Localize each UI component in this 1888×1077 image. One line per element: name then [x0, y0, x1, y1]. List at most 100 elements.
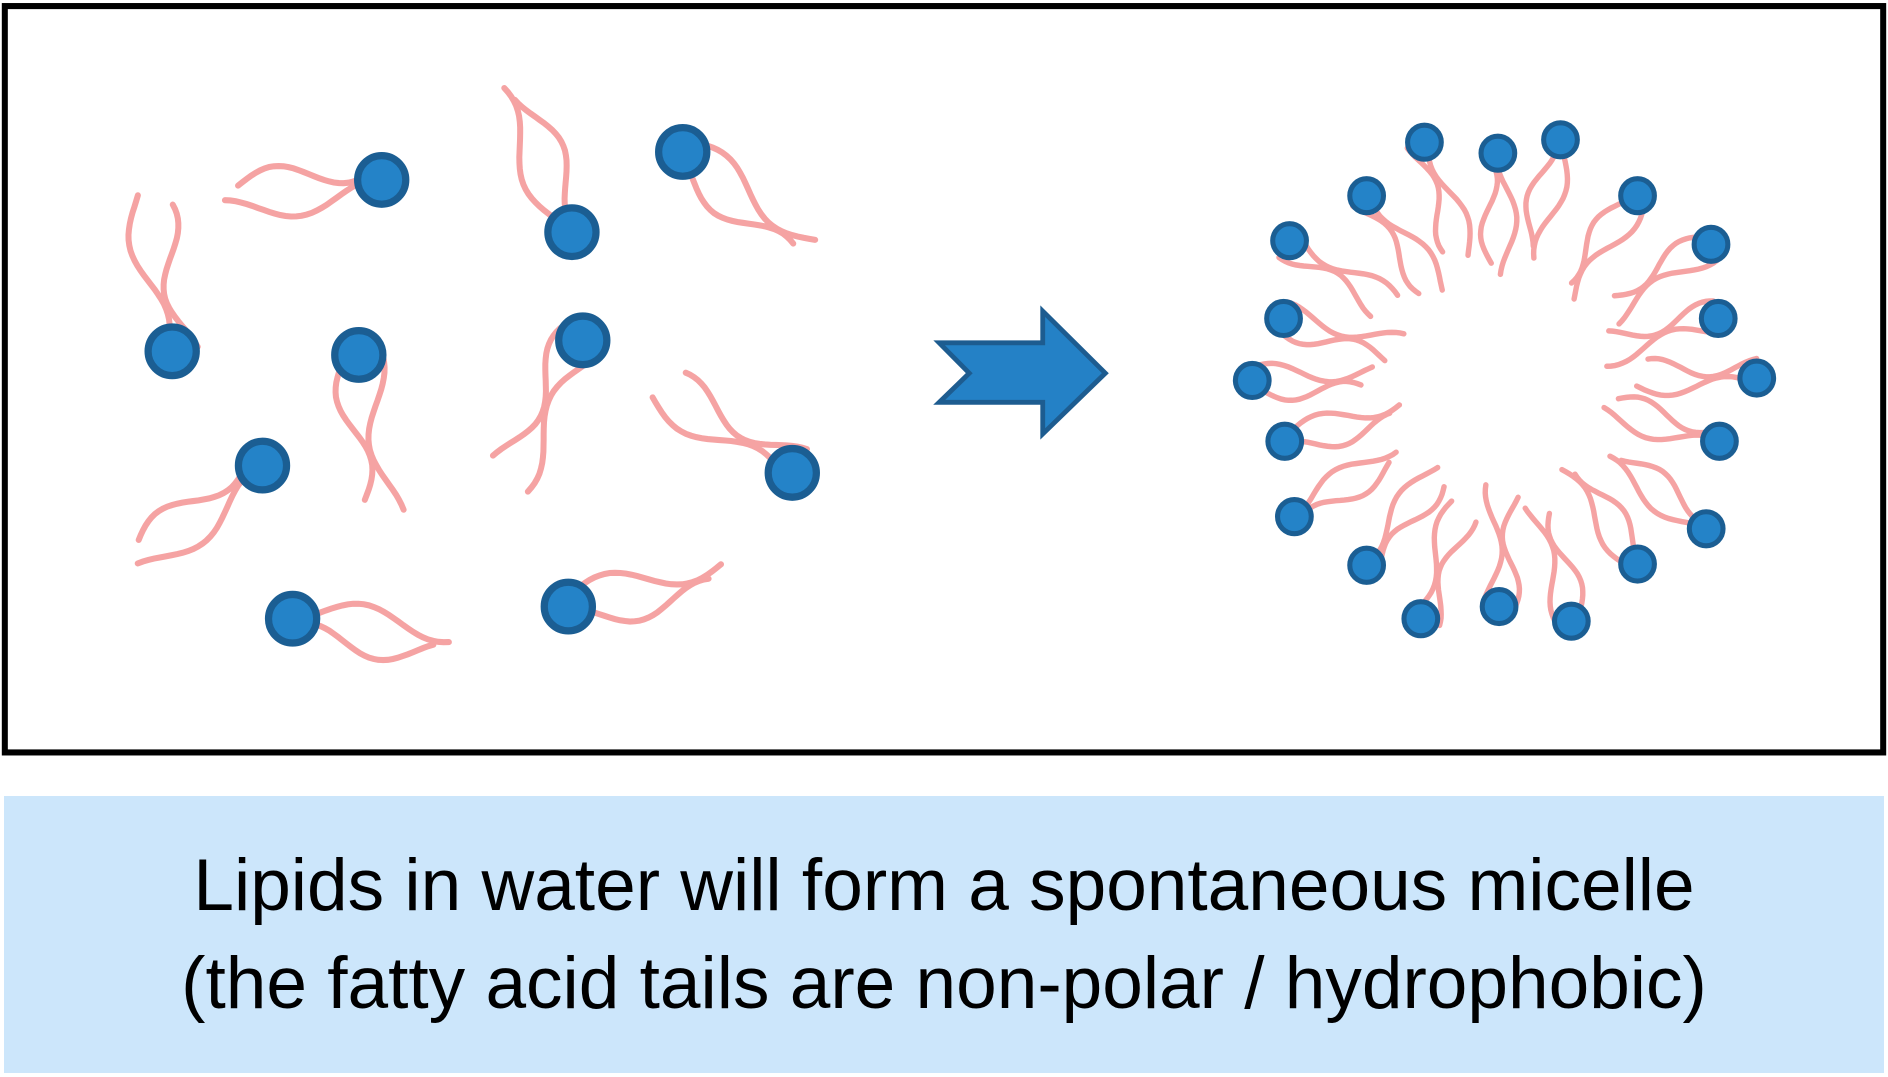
- fatty-acid-tail: [1530, 137, 1571, 261]
- fatty-acid-tail: [1645, 355, 1760, 380]
- polar-head: [1691, 224, 1731, 264]
- fatty-acid-tail: [1350, 203, 1422, 297]
- fatty-acid-tail: [1277, 329, 1388, 364]
- lipid: [1265, 402, 1403, 461]
- fatty-acid-tail: [1607, 453, 1710, 531]
- fatty-acid-tail: [1404, 145, 1446, 255]
- polar-head: [1347, 545, 1387, 585]
- polar-head: [1686, 509, 1726, 549]
- fatty-acid-tail: [1276, 254, 1374, 320]
- lipid: [264, 590, 452, 664]
- lipid: [655, 123, 819, 247]
- polar-head: [1618, 176, 1657, 216]
- fatty-acid-tail: [1292, 449, 1399, 521]
- caption-box: Lipids in water will form a spontaneous …: [4, 796, 1884, 1073]
- fatty-acid-tail: [1435, 519, 1479, 629]
- micelle-group: [1232, 120, 1777, 641]
- fatty-acid-tail: [1366, 190, 1445, 293]
- polar-head: [1270, 221, 1309, 261]
- lipid: [1611, 224, 1731, 327]
- polar-head: [540, 578, 597, 635]
- lipid: [649, 369, 820, 501]
- lipid: [1604, 298, 1738, 369]
- polar-head: [544, 204, 600, 261]
- polar-head: [234, 437, 291, 494]
- fatty-acid-tail: [1362, 464, 1441, 568]
- polar-head: [1478, 133, 1518, 173]
- fatty-acid-tail: [289, 600, 452, 646]
- lipid: [540, 561, 725, 635]
- polar-head: [1700, 421, 1739, 461]
- polar-head: [1618, 544, 1657, 584]
- lipid: [1523, 120, 1580, 261]
- fatty-acid-tail: [1293, 227, 1401, 298]
- lipid: [1559, 466, 1657, 584]
- polar-head: [764, 444, 820, 501]
- lipid: [1232, 360, 1376, 404]
- lipid: [1522, 505, 1591, 641]
- fatty-acid-tail: [1522, 505, 1560, 628]
- polar-head: [144, 323, 200, 380]
- fatty-acid-tail: [1249, 378, 1364, 404]
- polar-head: [1275, 497, 1314, 537]
- lipid: [489, 312, 611, 495]
- fatty-acid-tail: [1545, 510, 1586, 622]
- polar-head: [655, 123, 711, 180]
- polar-head: [1405, 122, 1444, 162]
- polar-head: [354, 151, 410, 208]
- lipid: [1401, 498, 1479, 639]
- lipid: [1607, 453, 1726, 549]
- lipid: [1347, 464, 1447, 585]
- lipid: [221, 151, 410, 220]
- free-lipids-group: [125, 84, 820, 664]
- caption-line-1: Lipids in water will form a spontaneous …: [193, 844, 1695, 926]
- fatty-acid-tail: [1425, 137, 1473, 259]
- lipid: [1264, 298, 1407, 364]
- polar-head: [1347, 176, 1387, 216]
- fatty-acid-tail: [1285, 299, 1407, 341]
- lipid: [1477, 133, 1520, 278]
- fatty-acid-tail: [1572, 471, 1642, 566]
- fatty-acid-tail: [489, 325, 564, 459]
- polar-head: [1265, 421, 1305, 461]
- lipid: [331, 326, 407, 513]
- lipid: [134, 437, 291, 567]
- fatty-acid-tail: [1616, 255, 1723, 327]
- fatty-acid-tail: [1611, 233, 1709, 299]
- transformation-arrow-icon: [933, 305, 1109, 440]
- polar-head: [1401, 599, 1441, 639]
- fatty-acid-tail: [677, 151, 797, 247]
- polar-head: [1551, 601, 1591, 641]
- fatty-acid-tail: [1493, 150, 1520, 278]
- polar-head: [1264, 298, 1303, 339]
- caption-line-2: (the fatty acid tails are non-polar / hy…: [181, 942, 1707, 1024]
- lipid: [1633, 355, 1777, 399]
- lipid: [1568, 176, 1657, 302]
- lipid: [1347, 176, 1445, 297]
- lipid: [1479, 482, 1523, 627]
- lipid: [1601, 394, 1739, 461]
- lipid: [501, 84, 600, 261]
- polar-head: [1541, 120, 1580, 160]
- fatty-acid-tail: [682, 369, 810, 453]
- fatty-acid-tail: [332, 353, 376, 503]
- polar-head: [555, 312, 611, 369]
- polar-head: [331, 326, 387, 383]
- fatty-acid-tail: [1633, 373, 1760, 399]
- lipid: [1275, 449, 1399, 537]
- fatty-acid-tail: [1499, 494, 1523, 610]
- fatty-acid-tail: [365, 348, 407, 513]
- polar-head: [1737, 358, 1777, 398]
- lipid: [125, 192, 201, 380]
- lipid: [1270, 221, 1401, 320]
- lipid: [1404, 122, 1473, 259]
- polar-head: [1479, 587, 1519, 627]
- fatty-acid-tail: [1249, 360, 1376, 385]
- fatty-acid-tail: [1568, 191, 1639, 286]
- fatty-acid-tail: [501, 84, 575, 236]
- fatty-acid-tail: [1408, 498, 1455, 619]
- polar-head: [1698, 298, 1738, 339]
- fatty-acid-tail: [1606, 298, 1716, 340]
- polar-head: [1232, 360, 1272, 401]
